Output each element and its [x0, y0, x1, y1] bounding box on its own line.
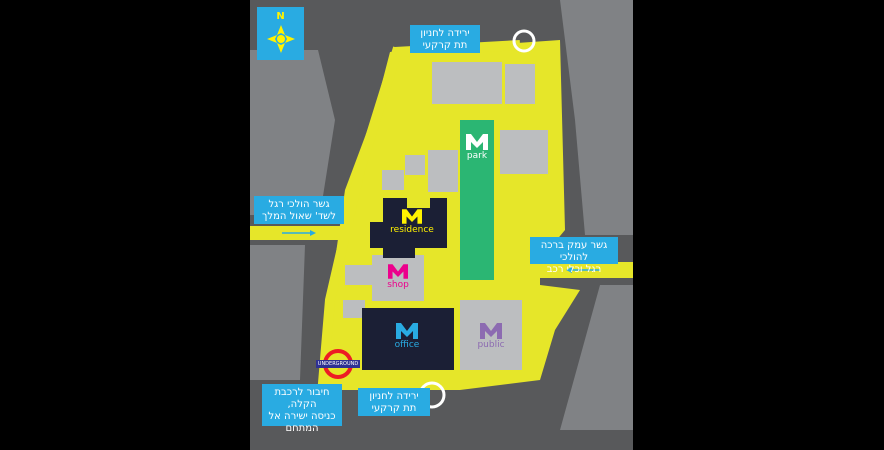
building-office [362, 308, 454, 370]
building-residence [370, 198, 447, 258]
label-left-bridge: גשר הולכי רגל לשד' שאול המלך [254, 196, 344, 224]
park-logo-text: park [466, 151, 488, 161]
compass-rose-icon [267, 25, 295, 53]
building-gray-mid-2 [428, 150, 458, 192]
metro-sign [316, 349, 360, 379]
label-bottom-parking: ירידה לחניון תת קרקעי [358, 388, 430, 416]
residence-logo: residence [383, 209, 441, 235]
m-logo-icon [388, 264, 408, 279]
left-bridge-arrow [282, 230, 316, 236]
m-logo-icon [396, 323, 418, 339]
public-logo-text: public [477, 340, 505, 350]
m-logo-icon [480, 323, 502, 339]
building-gray-top-2 [505, 64, 535, 104]
office-logo-text: office [394, 340, 420, 350]
residence-logo-text: residence [390, 225, 434, 235]
right-block-bottom [560, 285, 633, 430]
left-block-bottom [250, 245, 305, 380]
roundabout-top [512, 29, 536, 53]
building-gray-left [345, 265, 375, 285]
compass: N [257, 7, 304, 60]
label-right-bridge: גשר עמק ברכה להולכי רגל וכלי רכב [530, 237, 618, 275]
label-top-parking: ירידה לחניון תת קרקעי [410, 25, 480, 53]
park-logo: park [460, 134, 494, 161]
label-train-connection: חיבור לרכבת הקלה, כניסה ישירה אל המתחם [262, 384, 342, 434]
building-shop [372, 255, 424, 301]
building-gray-mid-3 [382, 170, 404, 190]
building-gray-small [343, 300, 365, 318]
metro-sign-text: UNDERGROUND [317, 361, 359, 367]
compass-north-letter: N [276, 11, 285, 22]
right-block-top [560, 0, 633, 235]
left-block-top [250, 50, 335, 215]
m-logo-icon [402, 209, 422, 224]
public-logo: public [464, 323, 518, 350]
building-gray-mid-1 [405, 155, 425, 175]
right-bridge-arrow [566, 267, 600, 273]
shop-logo-text: shop [387, 280, 409, 290]
office-logo: office [380, 323, 434, 350]
shop-logo: shop [378, 264, 418, 290]
building-gray-right [500, 130, 548, 174]
building-gray-top-1 [432, 62, 502, 104]
m-logo-icon [466, 134, 488, 150]
